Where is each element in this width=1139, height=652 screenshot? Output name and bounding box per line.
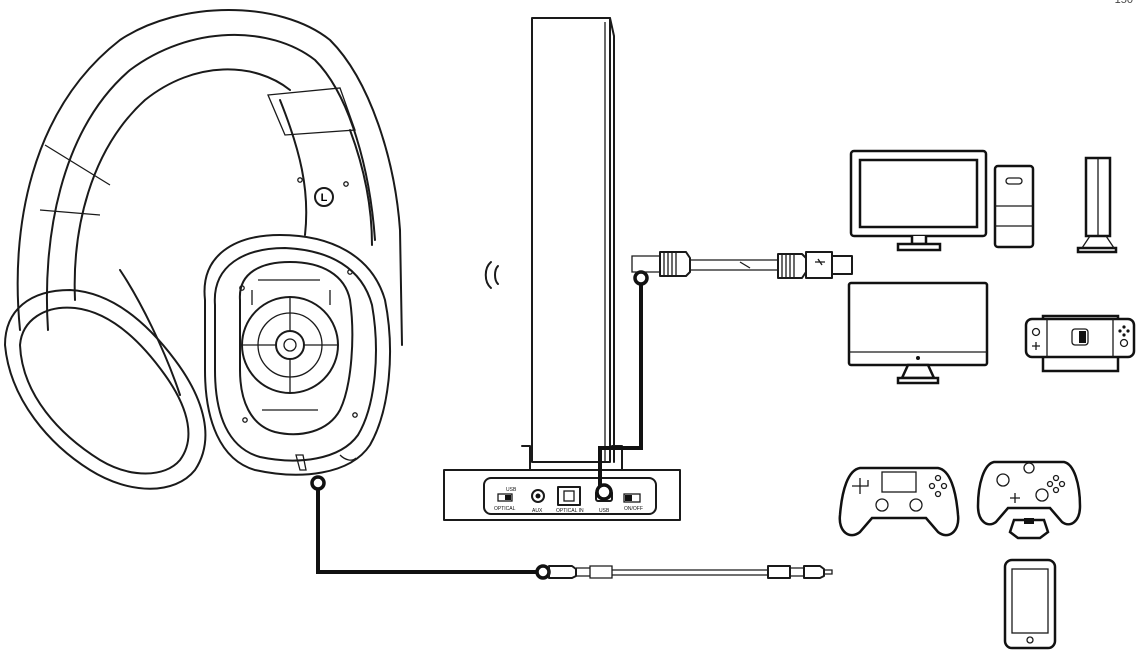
nintendo-switch-icon: [1024, 314, 1136, 373]
headphone-illustration: L: [4, 9, 403, 490]
svg-text:L: L: [321, 192, 328, 204]
svg-text:AUX: AUX: [532, 508, 543, 514]
power-switch[interactable]: ON/OFF: [623, 493, 643, 512]
smartphone-icon: [1003, 558, 1057, 650]
ps4-console-icon: [1076, 156, 1118, 254]
wireless-signal-icon: [484, 261, 499, 289]
imac-icon: [847, 281, 989, 385]
usb-cable: [595, 251, 853, 501]
left-side-marker: L: [314, 187, 334, 207]
page-number: 150: [1114, 0, 1133, 6]
aux-cable: [310, 475, 833, 580]
ps4-controller-icon: [838, 466, 960, 537]
pc-monitor-icon: [849, 149, 988, 252]
svg-text:OPTICAL IN: OPTICAL IN: [556, 508, 584, 514]
optical-in-port[interactable]: OPTICAL IN: [556, 486, 584, 514]
pc-tower-icon: [993, 164, 1035, 249]
stand-illustration: USB OPTICAL AUX OPTICAL IN USB ON/OFF: [443, 17, 681, 521]
svg-text:USB: USB: [599, 508, 610, 514]
aux-port[interactable]: AUX: [531, 489, 545, 514]
svg-text:USB: USB: [506, 487, 517, 493]
input-select-switch[interactable]: USB OPTICAL: [494, 487, 517, 512]
base-port-panel: [483, 477, 657, 515]
xbox-controller-icon: [976, 460, 1082, 540]
svg-text:OPTICAL: OPTICAL: [494, 506, 516, 512]
svg-text:ON/OFF: ON/OFF: [624, 506, 643, 512]
